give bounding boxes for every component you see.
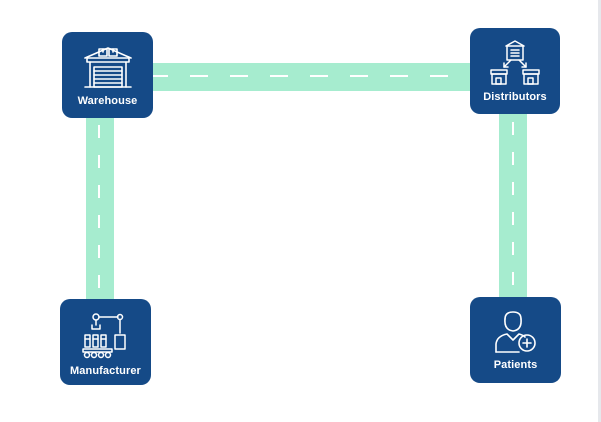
road-lane-markings-top bbox=[150, 75, 475, 77]
distribution-icon bbox=[490, 40, 540, 85]
page-edge-divider bbox=[598, 0, 601, 422]
manufacturer-node: Manufacturer bbox=[60, 299, 151, 385]
patients-label: Patients bbox=[493, 359, 538, 371]
road-lane-markings-right bbox=[512, 122, 514, 292]
patients-node: Patients bbox=[470, 297, 561, 383]
warehouse-node: Warehouse bbox=[62, 32, 153, 118]
warehouse-label: Warehouse bbox=[77, 95, 138, 107]
manufacturer-label: Manufacturer bbox=[70, 365, 141, 377]
distributors-node: Distributors bbox=[470, 28, 560, 114]
distributors-label: Distributors bbox=[483, 91, 547, 103]
patient-icon bbox=[494, 311, 536, 353]
factory-robot-arm-icon bbox=[81, 313, 126, 359]
warehouse-icon bbox=[83, 47, 132, 88]
road-warehouse-to-distributors bbox=[104, 63, 514, 91]
road-lane-markings-left bbox=[98, 125, 100, 295]
